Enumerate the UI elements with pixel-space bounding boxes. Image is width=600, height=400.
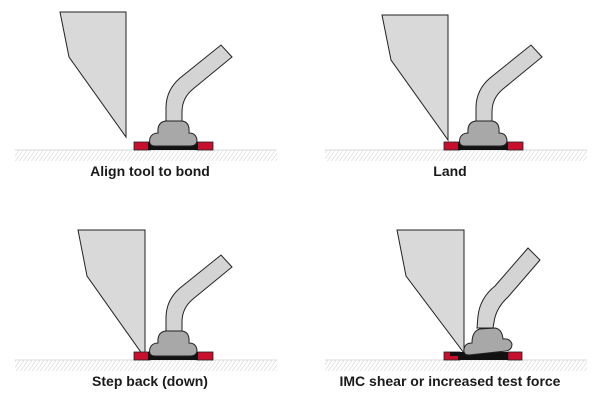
ball-bond bbox=[463, 327, 513, 356]
land-diagram bbox=[325, 14, 587, 161]
shear-tool bbox=[396, 229, 465, 355]
panel-align: Align tool to bond bbox=[0, 0, 300, 200]
bond-pad-left bbox=[443, 141, 461, 151]
substrate-hatch bbox=[325, 150, 587, 161]
caption-step-back: Step back (down) bbox=[92, 373, 208, 389]
bond-wire bbox=[476, 247, 541, 329]
bond-wire bbox=[165, 254, 233, 333]
shear-tool bbox=[381, 14, 449, 142]
substrate-hatch bbox=[15, 150, 277, 161]
panel-land: Land bbox=[300, 0, 600, 200]
step-back-diagram bbox=[15, 229, 277, 371]
bond-wire bbox=[475, 44, 543, 123]
ball-bond bbox=[149, 330, 198, 357]
align-diagram bbox=[15, 11, 277, 161]
bond-pad-right bbox=[196, 141, 214, 151]
bond-pad-left bbox=[133, 351, 151, 361]
caption-align: Align tool to bond bbox=[90, 163, 210, 179]
bond-pad-right bbox=[196, 351, 214, 361]
ball-bond bbox=[149, 120, 198, 147]
panel-step-back: Step back (down) bbox=[0, 200, 300, 400]
bond-pad-right bbox=[507, 351, 523, 361]
bond-wire bbox=[165, 44, 233, 123]
bond-pad-right bbox=[506, 141, 524, 151]
caption-imc-shear: IMC shear or increased test force bbox=[339, 373, 561, 389]
imc-layer bbox=[450, 352, 508, 360]
substrate-hatch bbox=[15, 360, 277, 371]
substrate-hatch bbox=[325, 360, 587, 371]
shear-tool bbox=[59, 11, 127, 139]
caption-land: Land bbox=[433, 163, 467, 179]
panel-imc-shear: IMC shear or increased test force bbox=[300, 200, 600, 400]
bond-pad-left bbox=[133, 141, 151, 151]
shear-tool bbox=[77, 229, 146, 360]
ball-bond bbox=[459, 120, 508, 147]
imc-shear-diagram bbox=[325, 229, 587, 371]
